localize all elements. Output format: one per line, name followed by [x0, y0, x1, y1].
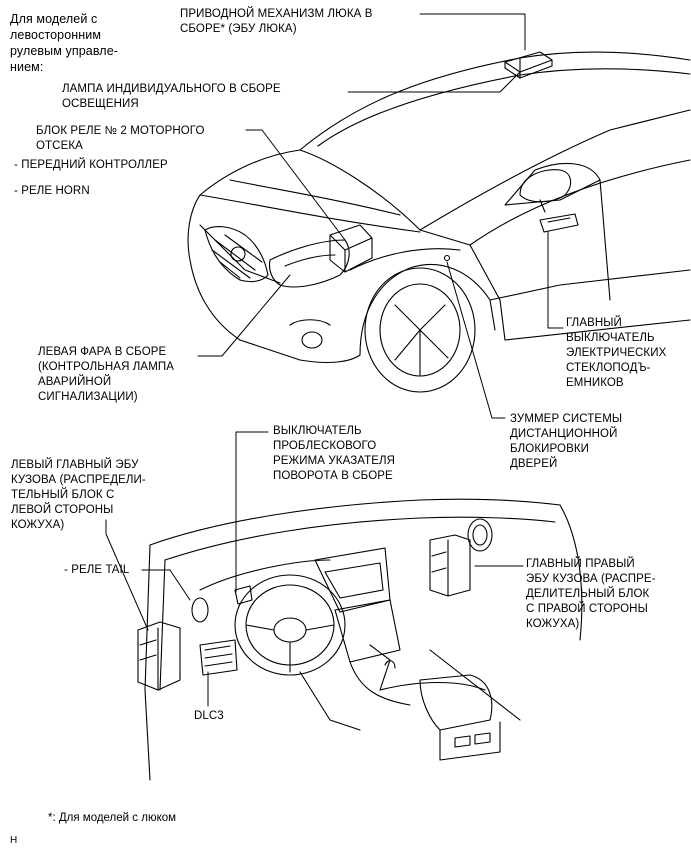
label-line: ГЛАВНЫЙ ПРАВЫЙ — [526, 558, 635, 570]
label-line: КУЗОВА (РАСПРЕДЕЛИ- — [11, 474, 146, 486]
label-left-body-ecu: ЛЕВЫЙ ГЛАВНЫЙ ЭБУ КУЗОВА (РАСПРЕДЕЛИ- ТЕ… — [11, 458, 146, 533]
label-dlc3: DLC3 — [194, 709, 224, 724]
label-personal-lamp: ЛАМПА ИНДИВИДУАЛЬНОГО В СБОРЕ ОСВЕЩЕНИЯ — [62, 82, 281, 112]
note-line: нием: — [10, 60, 44, 74]
label-line: С ПРАВОЙ СТОРОНЫ — [526, 603, 648, 615]
label-window-switch: ГЛАВНЫЙ ВЫКЛЮЧАТЕЛЬ ЭЛЕКТРИЧЕСКИХ СТЕКЛО… — [566, 316, 666, 391]
label-line: БЛОКИРОВКИ — [510, 443, 590, 455]
note-line: левосторонним — [10, 28, 102, 42]
leader-lines — [105, 13, 564, 707]
label-line: КОЖУХА) — [526, 618, 580, 630]
label-line: СБОРЕ* (ЭБУ ЛЮКА) — [180, 23, 297, 35]
note-line: Для моделей с — [10, 12, 98, 26]
label-line: АВАРИЙНОЙ — [38, 376, 112, 388]
label-line: СИГНАЛИЗАЦИИ) — [38, 391, 138, 403]
label-line: РЕЖИМА УКАЗАТЕЛЯ — [273, 455, 396, 467]
figure-code: H — [10, 835, 18, 846]
label-line: - РЕЛЕ HORN — [14, 185, 90, 197]
label-tail-relay: - РЕЛЕ TAIL — [64, 563, 129, 578]
label-line: DLC3 — [194, 710, 224, 722]
label-line: ЭБУ КУЗОВА (РАСПРЕ- — [526, 573, 656, 585]
lhd-models-note: Для моделей с левосторонним рулевым упра… — [10, 11, 118, 75]
label-line: ОСВЕЩЕНИЯ — [62, 98, 139, 110]
label-line: ОТСЕКА — [36, 140, 83, 152]
label-line: СТЕКЛОПОДЪ- — [566, 362, 651, 374]
label-line: ЭЛЕКТРИЧЕСКИХ — [566, 347, 667, 359]
label-front-controller: - ПЕРЕДНИЙ КОНТРОЛЛЕР — [14, 158, 168, 173]
label-headlamp: ЛЕВАЯ ФАРА В СБОРЕ (КОНТРОЛЬНАЯ ЛАМПА АВ… — [38, 345, 174, 405]
label-relay-block: БЛОК РЕЛЕ № 2 МОТОРНОГО ОТСЕКА — [36, 124, 205, 154]
label-line: ДИСТАНЦИОННОЙ — [510, 428, 618, 440]
label-right-body-ecu: ГЛАВНЫЙ ПРАВЫЙ ЭБУ КУЗОВА (РАСПРЕ- ДЕЛИТ… — [526, 557, 656, 632]
label-line: БЛОК РЕЛЕ № 2 МОТОРНОГО — [36, 125, 205, 137]
label-line: ДВЕРЕЙ — [510, 458, 558, 470]
label-line: - РЕЛЕ TAIL — [64, 564, 130, 576]
interior-drawing — [137, 498, 583, 781]
label-line: ПРОБЛЕСКОВОГО — [273, 440, 377, 452]
label-line: ПОВОРОТА В СБОРЕ — [273, 470, 393, 482]
label-line: ПРИВОДНОЙ МЕХАНИЗМ ЛЮКА В — [180, 8, 373, 20]
label-line: ДЕЛИТЕЛЬНЫЙ БЛОК — [526, 588, 650, 600]
label-line: ВЫКЛЮЧАТЕЛЬ — [273, 425, 362, 437]
label-line: ЛЕВАЯ ФАРА В СБОРЕ — [38, 346, 167, 358]
label-line: - ПЕРЕДНИЙ КОНТРОЛЛЕР — [14, 159, 168, 171]
footnote: *: Для моделей с люком — [48, 812, 177, 824]
label-line: (КОНТРОЛЬНАЯ ЛАМПА — [38, 361, 175, 373]
label-sunroof-ecu: ПРИВОДНОЙ МЕХАНИЗМ ЛЮКА В СБОРЕ* (ЭБУ ЛЮ… — [180, 7, 372, 37]
label-door-buzzer: ЗУММЕР СИСТЕМЫ ДИСТАНЦИОННОЙ БЛОКИРОВКИ … — [510, 412, 622, 472]
label-line: ВЫКЛЮЧАТЕЛЬ — [566, 332, 655, 344]
label-line: ЛАМПА ИНДИВИДУАЛЬНОГО В СБОРЕ — [62, 83, 281, 95]
label-line: ГЛАВНЫЙ — [566, 317, 622, 329]
label-hazard-switch: ВЫКЛЮЧАТЕЛЬ ПРОБЛЕСКОВОГО РЕЖИМА УКАЗАТЕ… — [273, 424, 395, 484]
label-line: ЗУММЕР СИСТЕМЫ — [510, 413, 623, 425]
note-line: рулевым управле- — [10, 44, 119, 58]
label-line: ЛЕВОЙ СТОРОНЫ — [11, 504, 114, 516]
label-horn-relay: - РЕЛЕ HORN — [14, 184, 90, 199]
label-line: ТЕЛЬНЫЙ БЛОК С — [11, 489, 115, 501]
label-line: ЛЕВЫЙ ГЛАВНЫЙ ЭБУ — [11, 459, 139, 471]
label-line: КОЖУХА) — [11, 519, 65, 531]
label-line: ЕМНИКОВ — [566, 377, 624, 389]
